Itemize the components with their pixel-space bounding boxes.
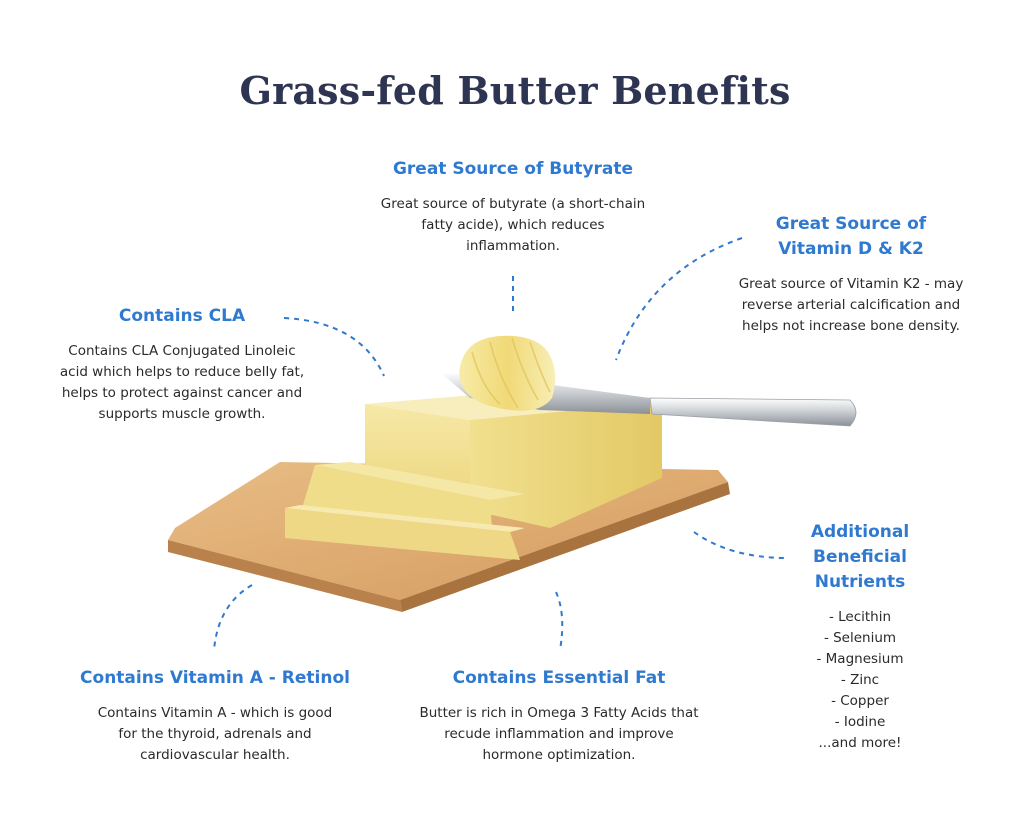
benefit-heading: Contains Vitamin A - Retinol xyxy=(80,668,350,688)
list-item: - Magnesium xyxy=(816,651,904,667)
connector-essential-fat xyxy=(555,591,564,651)
benefit-additional-nutrients: Additional Beneficial Nutrients - Lecith… xyxy=(770,520,950,754)
nutrient-list: - Lecithin - Selenium - Magnesium - Zinc… xyxy=(770,607,950,754)
page-title: Grass-fed Butter Benefits xyxy=(239,68,791,113)
butter-slices-icon xyxy=(285,462,525,560)
heading-line: Additional xyxy=(810,522,910,542)
list-item: - Copper xyxy=(831,693,889,709)
benefit-butyrate: Great Source of Butyrate Great source of… xyxy=(380,157,646,257)
benefit-description: Butter is rich in Omega 3 Fatty Acids th… xyxy=(419,705,699,763)
benefit-heading: Contains CLA xyxy=(118,306,246,326)
heading-line: Great Source of xyxy=(775,214,927,234)
benefit-vitamin-dk2: Great Source of Vitamin D & K2 Great sou… xyxy=(726,212,976,337)
butter-curl-icon xyxy=(459,335,556,411)
heading-line: Beneficial xyxy=(813,547,907,567)
heading-line: Vitamin D & K2 xyxy=(778,239,924,259)
benefit-description: Contains CLA Conjugated Linoleic acid wh… xyxy=(59,343,305,422)
benefit-cla: Contains CLA Contains CLA Conjugated Lin… xyxy=(54,304,310,425)
benefit-description: Contains Vitamin A - which is good for t… xyxy=(97,705,333,763)
list-item: ...and more! xyxy=(818,735,902,751)
benefit-heading: Great Source of Butyrate xyxy=(392,159,634,179)
benefit-description: Great source of Vitamin K2 - may reverse… xyxy=(738,276,964,334)
benefit-heading: Contains Essential Fat xyxy=(452,668,666,688)
benefit-heading: Great Source of Vitamin D & K2 xyxy=(726,212,976,262)
list-item: - Zinc xyxy=(840,672,880,688)
benefit-heading: Additional Beneficial Nutrients xyxy=(770,520,950,595)
benefit-essential-fat: Contains Essential Fat Butter is rich in… xyxy=(418,666,700,766)
benefit-description: Great source of butyrate (a short-chain … xyxy=(380,196,646,254)
benefit-vitamin-a: Contains Vitamin A - Retinol Contains Vi… xyxy=(56,666,374,766)
list-item: - Lecithin xyxy=(828,609,892,625)
list-item: - Iodine xyxy=(834,714,886,730)
list-item: - Selenium xyxy=(823,630,897,646)
connector-vitamin-a xyxy=(213,584,253,651)
heading-line: Nutrients xyxy=(814,572,906,592)
connector-vitamin-dk2 xyxy=(615,237,743,361)
